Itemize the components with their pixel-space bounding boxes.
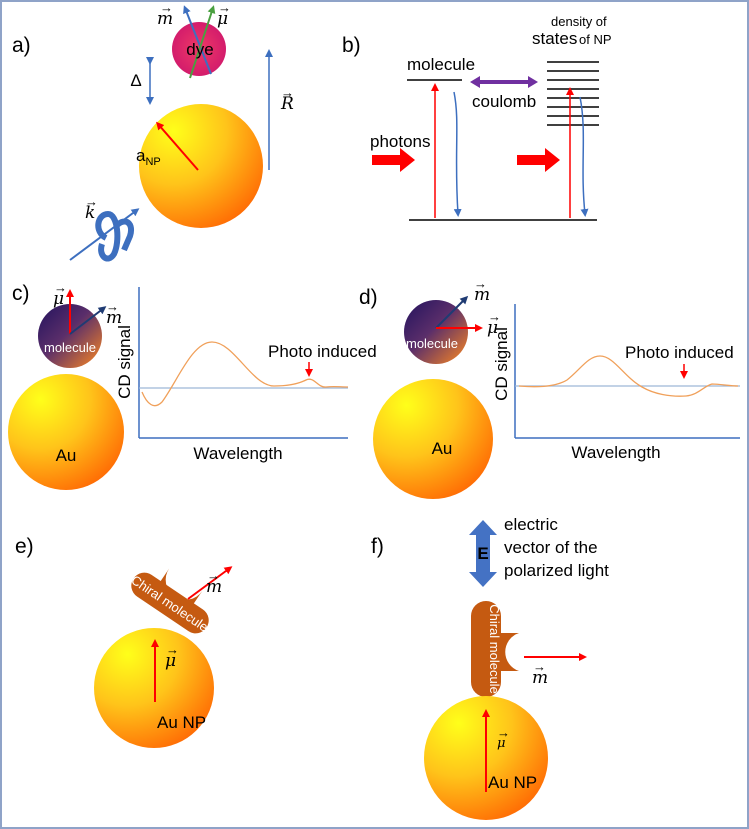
a-np-label: aNP xyxy=(136,146,161,168)
e-field-label: E xyxy=(477,544,488,563)
panel-b-label: b) xyxy=(342,34,361,57)
panel-f: f) E electric vector of the polarized li… xyxy=(371,515,609,820)
panel-d-label: d) xyxy=(359,286,378,309)
molecule-label: molecule xyxy=(44,340,96,355)
m-vector-over-arrow: → xyxy=(533,659,546,674)
y-axis-label: CD signal xyxy=(492,327,511,401)
k-vector-label: k xyxy=(85,203,95,223)
k-vector-over-arrow: → xyxy=(85,194,98,209)
panel-f-label: f) xyxy=(371,535,384,558)
coulomb-label: coulomb xyxy=(472,92,536,111)
m-vector-label: m xyxy=(106,308,122,328)
density-label-line1: density of xyxy=(551,14,607,29)
density-label-states: states xyxy=(532,29,577,48)
panel-a: a) m → μ → dye Δ aNP R → k → xyxy=(12,2,294,262)
au-label: Au xyxy=(56,446,77,465)
panel-b: b) density of states of NP molecule coul… xyxy=(342,14,612,221)
panel-e: e) μ → Au NP Chiral molecule m → xyxy=(15,535,233,748)
magnetic-moment-arrow xyxy=(183,5,212,75)
au-sphere xyxy=(373,379,493,499)
chiral-molecule-label: Chiral molecule xyxy=(487,604,502,694)
photons-arrow-np xyxy=(517,148,560,172)
circular-polarization-coil xyxy=(95,210,121,262)
m-vector-label: m xyxy=(474,285,490,305)
coulomb-arrow-head-left xyxy=(470,76,480,88)
radius-arrow xyxy=(156,121,199,171)
m-vector-label: m xyxy=(532,668,548,688)
caption-line2: vector of the xyxy=(504,538,598,557)
panel-c: c) μ → m → molecule Au CD signal Wavelen… xyxy=(8,280,377,490)
mu-vector-over-arrow: → xyxy=(54,280,67,295)
au-label: Au xyxy=(432,439,453,458)
cd-chart-d: CD signal Wavelength Photo induced xyxy=(492,304,740,462)
m-arrow xyxy=(187,566,233,600)
chiral-molecule-label: Chiral molecule xyxy=(128,572,211,635)
dye-label: dye xyxy=(186,40,213,59)
panel-c-label: c) xyxy=(12,282,30,305)
circular-polarization-coil-2 xyxy=(113,218,134,252)
R-vector-over-arrow: → xyxy=(281,85,294,100)
mu-vector-over-arrow: → xyxy=(166,642,179,657)
x-axis-label: Wavelength xyxy=(193,444,282,463)
mu-vector-over-arrow: → xyxy=(488,309,501,324)
cd-chart-c: CD signal Wavelength Photo induced xyxy=(115,287,377,463)
mu-vector-label: μ xyxy=(165,651,176,671)
np-density-of-states-levels xyxy=(547,61,599,126)
x-axis-label: Wavelength xyxy=(571,443,660,462)
caption-line3: polarized light xyxy=(504,561,609,580)
electric-vector-double-arrow xyxy=(469,520,497,587)
m-vector-over-arrow: → xyxy=(474,276,487,291)
chiral-molecule: Chiral molecule xyxy=(471,601,519,697)
mu-vector-label: μ xyxy=(53,289,64,309)
mu-vector-label: μ xyxy=(217,9,228,29)
molecule-sphere xyxy=(38,304,102,368)
panel-e-label: e) xyxy=(15,535,34,558)
density-label-np: of NP xyxy=(579,32,612,47)
coulomb-arrow-head-right xyxy=(528,76,538,88)
m-arrow xyxy=(435,295,469,329)
chiral-molecule-body xyxy=(131,572,209,634)
cd-trace xyxy=(141,341,349,407)
au-np-label: Au NP xyxy=(157,713,206,732)
m-vector-over-arrow: → xyxy=(106,299,119,314)
panel-d: d) m → μ → molecule Au CD signal Wavelen… xyxy=(359,276,740,499)
m-vector-over-arrow: → xyxy=(160,2,173,15)
chiral-molecule-cup xyxy=(498,633,519,671)
mu-vector-over-arrow: → xyxy=(218,2,231,15)
molecule-sphere xyxy=(404,300,468,364)
electric-moment-arrow xyxy=(189,5,216,79)
au-np-label: Au NP xyxy=(488,773,537,792)
nanoparticle-sphere xyxy=(139,104,263,228)
delta-label: Δ xyxy=(130,71,141,90)
chiral-molecule-cup xyxy=(159,568,203,606)
panel-a-label: a) xyxy=(12,34,31,57)
chiral-molecule-body xyxy=(471,601,501,697)
R-vector-label: R xyxy=(280,94,294,114)
mu-vector-label: μ xyxy=(497,736,505,751)
caption-line1: electric xyxy=(504,515,558,534)
molecule-label: molecule xyxy=(406,336,458,351)
photo-induced-annotation: Photo induced xyxy=(625,343,734,362)
molecule-label: molecule xyxy=(407,55,475,74)
np-emission-arrow xyxy=(579,96,589,217)
photo-induced-annotation: Photo induced xyxy=(268,342,377,361)
m-vector-label: m xyxy=(157,9,173,29)
molecule-emission-arrow xyxy=(453,91,462,217)
m-vector-over-arrow: → xyxy=(207,568,220,583)
photons-label: photons xyxy=(370,132,431,151)
m-vector-label: m xyxy=(206,577,222,597)
mu-vector-over-arrow: → xyxy=(497,725,510,740)
photons-arrow-molecule xyxy=(372,148,415,172)
au-sphere xyxy=(8,374,124,490)
mu-vector-label: μ xyxy=(487,318,498,338)
m-arrow xyxy=(69,306,107,335)
y-axis-label: CD signal xyxy=(115,325,134,399)
cd-trace xyxy=(518,355,739,397)
